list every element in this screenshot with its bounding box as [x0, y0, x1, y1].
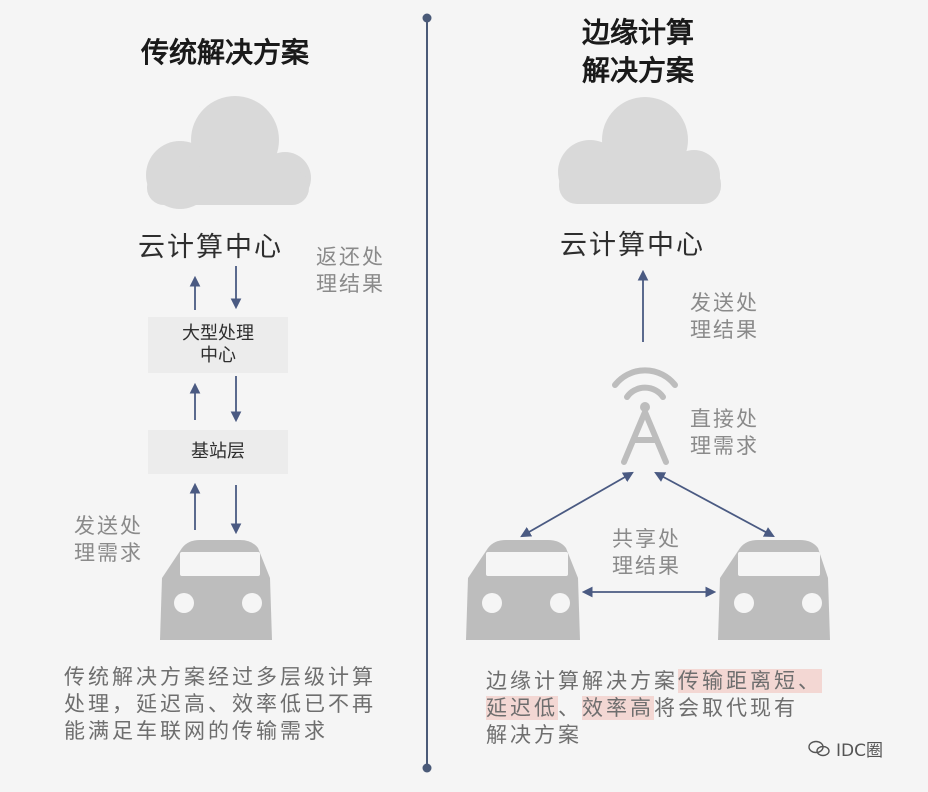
return-result-label: 返还处 理结果 — [316, 245, 385, 296]
traditional-caption: 传统解决方案经过多层级计算 处理，延迟高、效率低已不再 能满足车联网的传输需求 — [64, 665, 376, 743]
cloud-icon — [146, 96, 311, 209]
car-icon — [718, 540, 830, 640]
cloud-icon — [558, 97, 721, 204]
right-arrows — [520, 471, 775, 598]
left-arrows — [189, 266, 242, 535]
share-result-label: 共享处 理结果 — [612, 527, 681, 578]
send-request-label: 发送处 理需求 — [74, 514, 143, 565]
watermark-text: IDC圈 — [836, 741, 883, 761]
edge-panel: 边缘计算 解决方案 云计算中心 发送处 理结果 直接处 理需求 共享处 理结果 … — [428, 0, 928, 792]
cloud-center-label: 云计算中心 — [560, 230, 705, 261]
edge-caption: 边缘计算解决方案传输距离短、 延迟低、效率高将会取代现有 解决方案 — [486, 669, 822, 747]
watermark: IDC圈 — [808, 736, 883, 761]
send-result-label: 发送处 理结果 — [690, 291, 759, 342]
base-station-box: 基站层 — [148, 430, 288, 474]
car-icon — [160, 540, 272, 640]
traditional-title: 传统解决方案 — [140, 36, 309, 69]
cloud-center-label: 云计算中心 — [138, 232, 283, 263]
traditional-panel: 传统解决方案 云计算中心 返还处 理结果 大型处理 中心 基站层 发送处 理需求… — [0, 0, 426, 792]
direct-process-label: 直接处 理需求 — [690, 407, 759, 458]
datacenter-box: 大型处理 中心 — [148, 317, 288, 373]
car-icon — [466, 540, 580, 640]
signal-tower-icon — [612, 367, 678, 465]
edge-title: 边缘计算 解决方案 — [581, 16, 694, 87]
center-divider — [422, 13, 432, 773]
wechat-icon — [808, 740, 830, 756]
